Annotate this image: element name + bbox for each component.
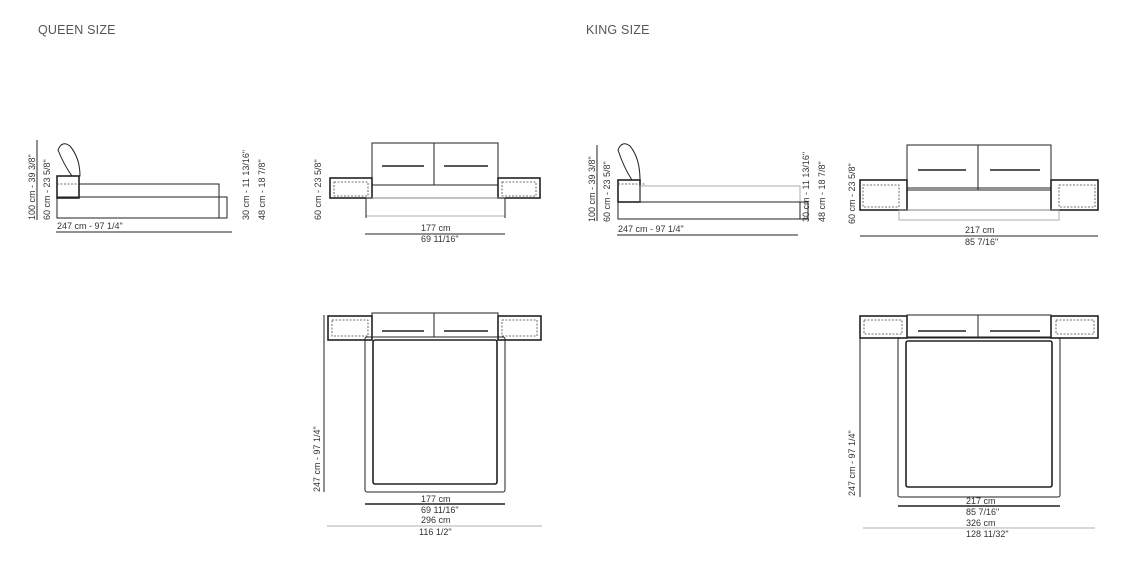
- queen-side-view: 247 cm - 97 1/4" 100 cm - 39 3/8" 60 cm …: [27, 140, 267, 233]
- king-top-width-cm: 217 cm: [966, 496, 996, 506]
- headrest-cushion: [617, 143, 641, 181]
- king-front-view: 217 cm 85 7/16" 60 cm - 23 5/8": [847, 144, 1099, 247]
- queen-front-height: 60 cm - 23 5/8": [313, 159, 323, 220]
- queen-top-overall-cm: 296 cm: [421, 515, 451, 525]
- king-side-height-total: 100 cm - 39 3/8": [587, 156, 597, 222]
- king-side-foot-total: 48 cm - 18 7/8": [817, 161, 827, 222]
- king-top-length: 247 cm - 97 1/4": [847, 430, 857, 496]
- queen-side-height-total: 100 cm - 39 3/8": [27, 154, 37, 220]
- queen-front-view: 177 cm 69 11/16" 60 cm - 23 5/8": [313, 142, 541, 244]
- king-side-height-base: 60 cm - 23 5/8": [602, 161, 612, 222]
- queen-top-overall-in: 116 1/2": [419, 527, 452, 537]
- queen-top-width-cm: 177 cm: [421, 494, 451, 504]
- king-top-overall-in: 128 11/32": [966, 529, 1009, 539]
- headrest-cushion: [57, 143, 81, 177]
- queen-side-foot-total: 48 cm - 18 7/8": [257, 159, 267, 220]
- queen-top-view: 177 cm 69 11/16" 296 cm 116 1/2" 247 cm …: [312, 312, 542, 537]
- king-top-view: 217 cm 85 7/16" 326 cm 128 11/32" 247 cm…: [847, 314, 1099, 539]
- king-side-length: 247 cm - 97 1/4": [618, 224, 684, 234]
- queen-side-height-base: 60 cm - 23 5/8": [42, 159, 52, 220]
- king-top-overall-cm: 326 cm: [966, 518, 996, 528]
- king-size-heading: KING SIZE: [586, 23, 650, 37]
- king-top-width-in: 85 7/16": [966, 507, 999, 517]
- king-side-foot-height: 30 cm - 11 13/16": [801, 152, 811, 222]
- queen-front-width-in: 69 11/16": [421, 234, 459, 244]
- queen-top-width-in: 69 11/16": [421, 505, 459, 515]
- queen-size-heading: QUEEN SIZE: [38, 23, 116, 37]
- queen-top-length: 247 cm - 97 1/4": [312, 426, 322, 492]
- queen-side-foot-height: 30 cm - 11 13/16": [241, 150, 251, 220]
- queen-side-length: 247 cm - 97 1/4": [57, 221, 123, 231]
- king-front-height: 60 cm - 23 5/8": [847, 163, 857, 224]
- queen-front-width-cm: 177 cm: [421, 223, 451, 233]
- king-front-width-cm: 217 cm: [965, 225, 995, 235]
- king-front-width-in: 85 7/16": [965, 237, 998, 247]
- king-side-view: 247 cm - 97 1/4" 100 cm - 39 3/8" 60 cm …: [587, 143, 827, 236]
